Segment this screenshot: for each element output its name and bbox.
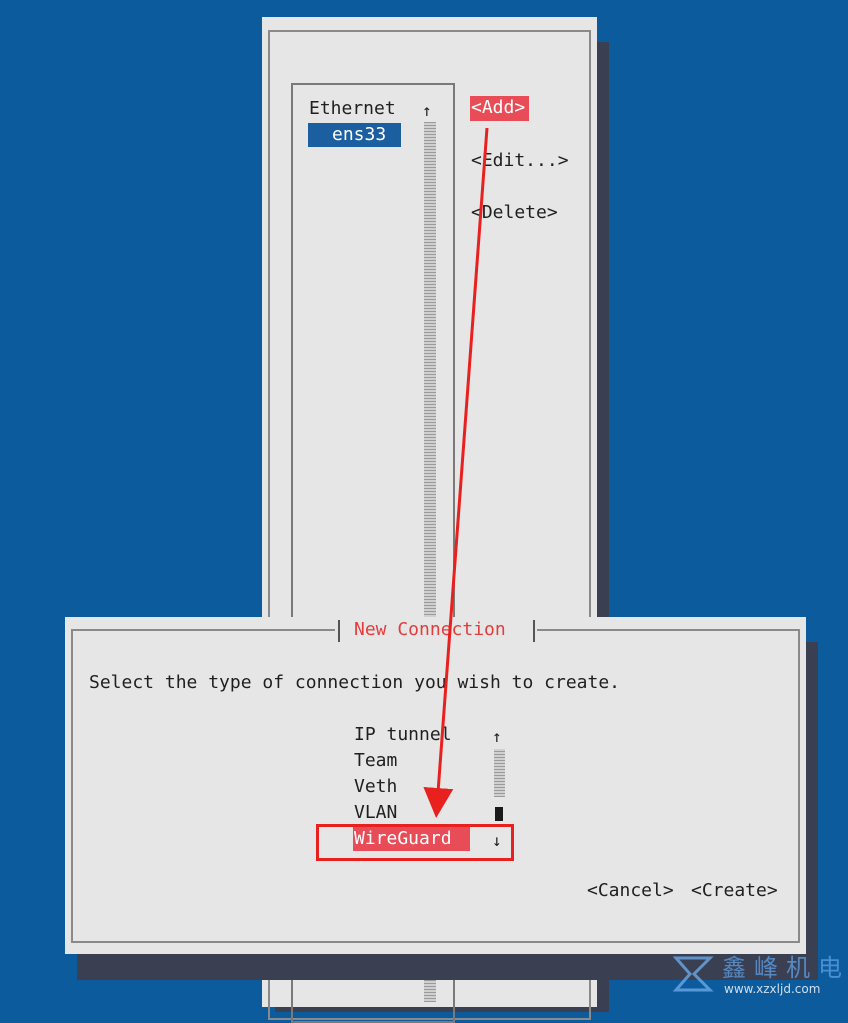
- type-option-team[interactable]: Team: [354, 750, 398, 771]
- type-list-scrollbar[interactable]: [494, 749, 505, 797]
- dialog-prompt: Select the type of connection you wish t…: [89, 672, 621, 693]
- watermark-logo-icon: [672, 956, 714, 992]
- delete-button[interactable]: <Delete>: [471, 202, 558, 223]
- connection-type-header: Ethernet: [309, 98, 396, 119]
- type-scroll-up-arrow-icon[interactable]: ↑: [492, 727, 502, 746]
- scroll-up-arrow-icon[interactable]: ↑: [422, 101, 432, 120]
- add-button-label: <Add>: [471, 97, 526, 118]
- watermark-text: 鑫峰机电: [722, 954, 848, 982]
- type-option-veth[interactable]: Veth: [354, 776, 398, 797]
- connection-item-label: ens33: [332, 124, 387, 145]
- edit-button[interactable]: <Edit...>: [471, 150, 569, 171]
- type-option-wireguard[interactable]: WireGuard: [353, 827, 470, 851]
- type-option-ip-tunnel[interactable]: IP tunnel: [354, 724, 452, 745]
- cancel-button[interactable]: <Cancel>: [587, 880, 674, 901]
- watermark: 鑫峰机电 www.xzxljd.com: [672, 952, 848, 1000]
- dialog-title-left-bracket: [338, 620, 340, 642]
- type-scroll-down-arrow-icon[interactable]: ↓: [492, 831, 502, 850]
- connection-item-ens33[interactable]: ens33: [308, 123, 401, 147]
- new-connection-dialog: New Connection Select the type of connec…: [65, 617, 806, 954]
- annotation-arrow: [423, 127, 489, 818]
- add-button[interactable]: <Add>: [470, 96, 529, 121]
- create-button[interactable]: <Create>: [691, 880, 778, 901]
- annotation-highlight-box: [316, 824, 514, 861]
- type-scrollbar-thumb[interactable]: [495, 807, 503, 821]
- dialog-title-right-bracket: [533, 620, 535, 642]
- wireguard-label: WireGuard: [354, 828, 452, 849]
- type-option-vlan[interactable]: VLAN: [354, 802, 398, 823]
- watermark-url: www.xzxljd.com: [724, 982, 821, 996]
- dialog-title-gap: [335, 625, 537, 635]
- dialog-title: New Connection: [354, 619, 506, 640]
